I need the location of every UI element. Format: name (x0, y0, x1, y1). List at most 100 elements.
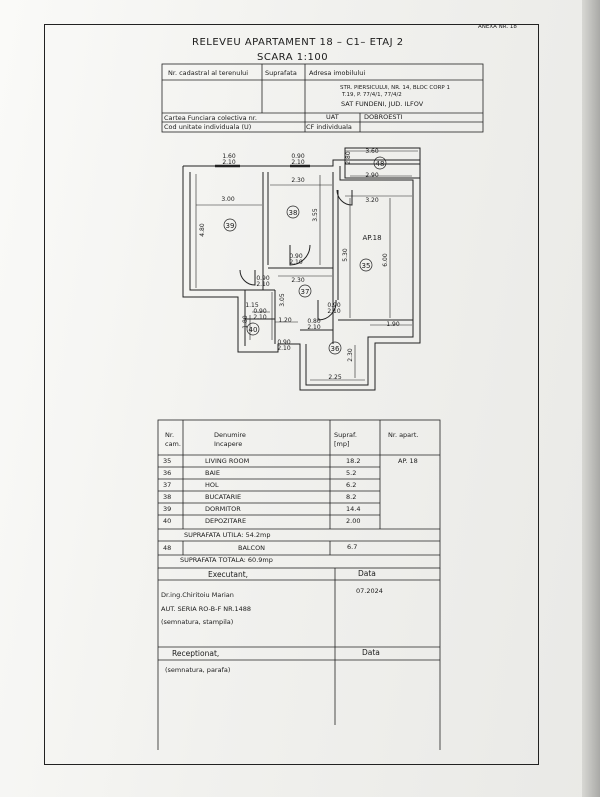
cadastral-nr-header: Nr. cadastral al terenului (168, 69, 249, 77)
table-row-40-area: 2.00 (346, 517, 361, 525)
dim-3-05: 3.05 (279, 293, 286, 307)
room-label-38: 38 (289, 209, 298, 217)
table-row-35-nr: 35 (163, 457, 172, 465)
dim-2-10-h: 2.10 (277, 345, 291, 352)
dim-2-30-a: 2.30 (291, 177, 305, 184)
cod-unitate-label: Cod unitate individuala (U) (164, 123, 252, 131)
frame-bottom (44, 764, 539, 765)
table-row-40-nr: 40 (163, 517, 172, 525)
dim-6-00: 6.00 (382, 253, 389, 267)
dim-1-80: 1.80 (242, 315, 249, 329)
signature-note-2: (semnatura, parafa) (165, 666, 231, 674)
dim-2-10-e: 2.10 (327, 308, 341, 315)
execution-date: 07.2024 (356, 587, 383, 595)
table-row-36-area: 5.2 (346, 469, 357, 477)
carte-funciara-label: Cartea Funciara colectiva nr. (164, 114, 257, 122)
dim-2-10-g: 2.10 (289, 259, 303, 266)
executant-label: Executant, (208, 570, 249, 579)
engineer-authorization: AUT. SERIA RO-B-F NR.1488 (161, 605, 252, 613)
data-label-2: Data (362, 648, 380, 657)
dim-2-10-a: 2.10 (222, 159, 236, 166)
dim-0-90-f: 0.90 (277, 339, 291, 346)
page-title: RELEVEU APARTAMENT 18 – C1– ETAJ 2 (192, 37, 404, 48)
dim-1-90: 1.90 (386, 321, 400, 328)
address-line-3: SAT FUNDENI, JUD. ILFOV (341, 100, 424, 108)
room-label-35: 35 (362, 262, 371, 270)
dim-2-10-f: 2.10 (307, 324, 321, 331)
signature-note-1: (semnatura, stampila) (161, 618, 234, 626)
suprafata-utila: SUPRAFATA UTILA: 54.2mp (184, 531, 271, 539)
table-row-36-nr: 36 (163, 469, 172, 477)
table-row-35-name: LIVING ROOM (205, 457, 250, 465)
frame-left (44, 24, 45, 764)
dim-3-60: 3.60 (365, 148, 379, 155)
room-label-37: 37 (301, 288, 310, 296)
cadastral-adresa-header: Adresa imobilului (309, 69, 366, 77)
dim-5-30: 5.30 (342, 248, 349, 262)
dim-0-80: 0.80 (307, 318, 321, 325)
table-header-denumire: Denumire Incapere (214, 431, 246, 448)
scale-label: SCARA 1:100 (257, 52, 329, 63)
dim-0-90-d: 0.90 (327, 302, 341, 309)
frame-top (44, 24, 538, 25)
frame-right (538, 24, 539, 764)
table-row-39-nr: 39 (163, 505, 172, 513)
suprafata-totala: SUPRAFATA TOTALA: 60.9mp (180, 556, 273, 564)
room-label-48: 48 (376, 160, 385, 168)
table-row-35-area: 18.2 (346, 457, 361, 465)
receptionat-label: Receptionat, (172, 649, 220, 658)
table-row-38-area: 8.2 (346, 493, 357, 501)
dim-2-25: 2.25 (328, 374, 342, 381)
dim-2-10-c: 2.10 (256, 281, 270, 288)
dim-2-10-b: 2.10 (291, 159, 305, 166)
dim-2-90: 2.90 (365, 172, 379, 179)
balcon-area: 6.7 (347, 543, 358, 551)
room-label-40: 40 (249, 326, 258, 334)
apartment-label: AP.18 (362, 234, 381, 242)
dim-0-90-a: 0.90 (291, 153, 305, 160)
dim-2-30-c: 2.30 (347, 348, 354, 362)
table-row-38-nr: 38 (163, 493, 172, 501)
dim-3-55: 3.55 (312, 208, 319, 222)
table-header-nr: Nr. cam. (165, 431, 181, 448)
table-header-apart: Nr. apart. (388, 431, 419, 439)
table-row-37-name: HOL (205, 481, 219, 489)
balcon-name: BALCON (238, 544, 266, 552)
uat-value: DOBROESTI (364, 113, 403, 121)
dim-2-80: 2.80 (345, 151, 352, 165)
cadastral-suprafata-header: Suprafata (265, 69, 297, 77)
table-row-40-name: DEPOZITARE (205, 517, 247, 525)
dim-3-20: 3.20 (365, 197, 379, 204)
uat-label: UAT (326, 113, 339, 121)
dim-0-90-e: 0.90 (289, 253, 303, 260)
table-row-38-name: BUCATARIE (205, 493, 242, 501)
dim-0-90-b: 0.90 (256, 275, 270, 282)
data-label-1: Data (358, 569, 376, 578)
table-row-39-area: 14.4 (346, 505, 361, 513)
address-line-2: T.19, P. 77/4/1, 77/4/2 (342, 92, 402, 98)
dim-4-80: 4.80 (199, 223, 206, 237)
dim-1-20: 1.20 (278, 317, 292, 324)
table-apartment-value: AP. 18 (398, 457, 418, 465)
address-line-1: STR. PIERSICULUI, NR. 14, BLOC CORP 1 (340, 85, 450, 91)
dim-3-00: 3.00 (221, 196, 235, 203)
dim-1-60: 1.60 (222, 153, 236, 160)
table-row-37-area: 6.2 (346, 481, 357, 489)
dim-2-10-d: 2.10 (253, 314, 267, 321)
dim-2-30-b: 2.30 (291, 277, 305, 284)
table-row-39-name: DORMITOR (205, 505, 241, 513)
room-label-36: 36 (331, 345, 340, 353)
dim-0-90-c: 0.90 (253, 308, 267, 315)
table-row-36-name: BAIE (205, 469, 220, 477)
room-label-39: 39 (226, 222, 235, 230)
engineer-name: Dr.ing.Chiritoiu Marian (161, 591, 234, 599)
annex-label: ANEXA NR. 18 (478, 24, 517, 30)
balcon-nr: 48 (163, 544, 172, 552)
table-row-37-nr: 37 (163, 481, 172, 489)
dim-1-15: 1.15 (245, 302, 259, 309)
table-header-supraf: Supraf. [mp] (334, 431, 357, 448)
